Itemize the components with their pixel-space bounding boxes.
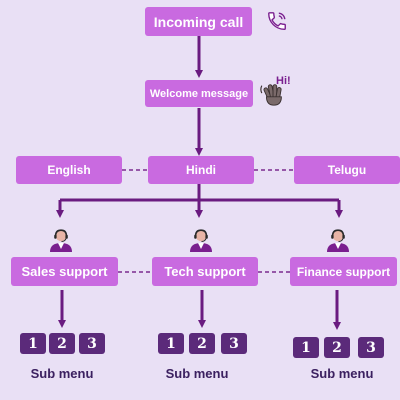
submenu-key-2: 2 <box>49 333 75 354</box>
sales-support-node: Sales support <box>11 257 118 286</box>
submenu-key-1: 1 <box>158 333 184 354</box>
headset-agent-icon <box>190 229 212 252</box>
incoming-call-node: Incoming call <box>145 7 252 36</box>
tech-support-node: Tech support <box>152 257 258 286</box>
language-hindi-node: Hindi <box>148 156 254 184</box>
welcome-message-node: Welcome message <box>145 80 253 107</box>
phone-ringing-icon <box>268 12 286 30</box>
language-telugu-node: Telugu <box>294 156 400 184</box>
submenu-label: Sub menu <box>30 366 94 381</box>
greeting-label: Hi! <box>276 75 291 87</box>
waving-hand-icon <box>260 84 282 106</box>
submenu-key-3: 3 <box>221 333 247 354</box>
finance-support-node: Finance support <box>290 257 397 286</box>
submenu-label: Sub menu <box>165 366 229 381</box>
submenu-key-1: 1 <box>293 337 319 358</box>
submenu-key-2: 2 <box>189 333 215 354</box>
submenu-key-1: 1 <box>20 333 46 354</box>
headset-agent-icon <box>50 229 72 252</box>
submenu-key-3: 3 <box>358 337 384 358</box>
submenu-key-3: 3 <box>79 333 105 354</box>
headset-agent-icon <box>327 229 349 252</box>
submenu-key-2: 2 <box>324 337 350 358</box>
language-english-node: English <box>16 156 122 184</box>
submenu-label: Sub menu <box>310 366 374 381</box>
